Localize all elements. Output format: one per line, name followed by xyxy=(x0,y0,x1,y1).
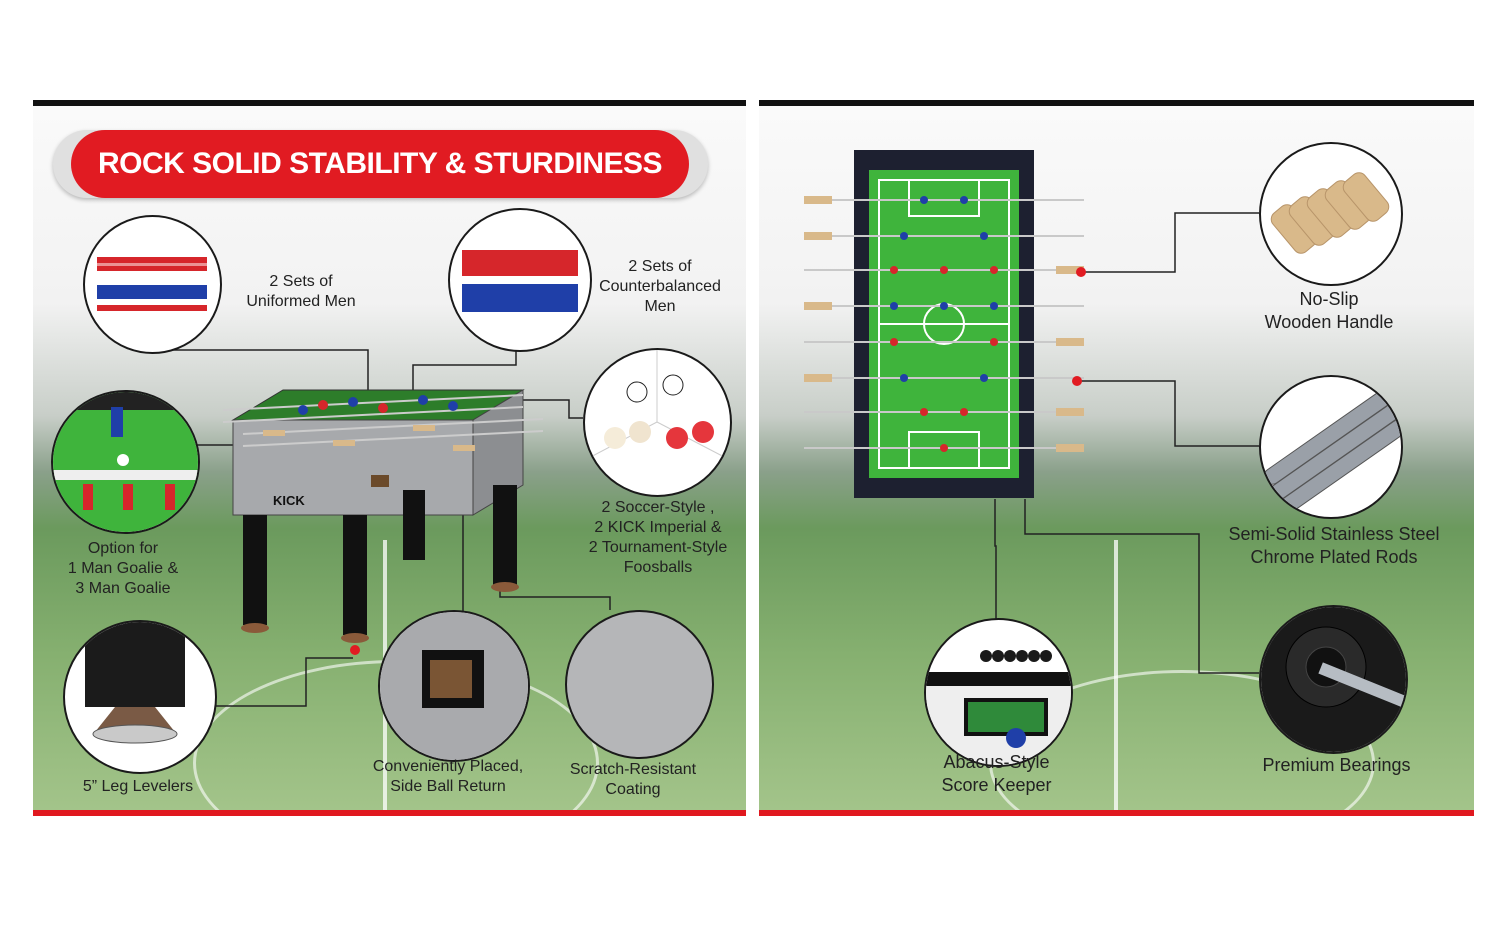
callout-steel-rods: Semi-Solid Stainless Steel Chrome Plated… xyxy=(1228,524,1440,567)
top-divider xyxy=(759,100,1474,106)
left-feature-panel: ROCK SOLID STABILITY & STURDINESS xyxy=(33,100,746,816)
score-keeper-image xyxy=(924,618,1073,767)
title-banner: ROCK SOLID STABILITY & STURDINESS xyxy=(53,130,708,198)
player-figures-icon xyxy=(97,257,207,311)
uniformed-men-image xyxy=(83,215,222,354)
callout-wooden-handle: No-Slip Wooden Handle xyxy=(1264,289,1394,332)
player-figures-icon xyxy=(53,392,198,532)
callout-counterbalanced-men: 2 Sets of Counterbalanced Men xyxy=(599,258,721,315)
foosballs-image xyxy=(583,348,732,497)
counterbalanced-men-image xyxy=(448,208,592,352)
callout-uniformed-men: 2 Sets of Uniformed Men xyxy=(246,273,356,310)
callout-foosballs: 2 Soccer-Style , 2 KICK Imperial & 2 Tou… xyxy=(588,499,728,576)
wooden-handle-image xyxy=(1259,142,1403,286)
bottom-divider xyxy=(759,810,1474,816)
foosball-table-icon xyxy=(804,150,1084,498)
scratch-resistant-surface-image xyxy=(565,610,714,759)
steel-rod-icon xyxy=(1263,379,1401,517)
bearing-image xyxy=(1259,605,1408,754)
bottom-divider xyxy=(33,810,746,816)
callout-score-keeper: Abacus-Style Score Keeper xyxy=(941,752,1052,795)
leg-leveler-image xyxy=(63,620,217,774)
ball-return-image xyxy=(378,610,530,762)
bearing-icon xyxy=(1261,607,1406,752)
right-feature-panel: No-Slip Wooden Handle Semi-Solid Stainle… xyxy=(759,100,1474,816)
callout-scratch-resistant: Scratch-Resistant Coating xyxy=(569,761,697,798)
ball-icon xyxy=(585,350,730,461)
field-line xyxy=(1114,540,1118,816)
steel-rods-image xyxy=(1259,375,1403,519)
callout-leg-levelers: 5” Leg Levelers xyxy=(82,778,194,795)
score-keeper-icon xyxy=(926,650,1071,765)
callout-goalie-option: Option for 1 Man Goalie & 3 Man Goalie xyxy=(67,540,179,597)
callout-premium-bearings: Premium Bearings xyxy=(1262,755,1411,775)
goalie-option-image xyxy=(51,390,200,534)
callout-ball-return: Conveniently Placed, Side Ball Return xyxy=(372,758,524,795)
wooden-handle-icon xyxy=(1270,172,1390,254)
leg-leveler-icon xyxy=(85,622,185,744)
top-divider xyxy=(33,100,746,106)
foosball-table-icon: KICK xyxy=(223,389,544,643)
banner-title: ROCK SOLID STABILITY & STURDINESS xyxy=(97,147,663,180)
table-logo: KICK xyxy=(273,493,305,508)
ball-return-icon xyxy=(380,612,528,760)
player-figures-icon xyxy=(462,250,578,312)
